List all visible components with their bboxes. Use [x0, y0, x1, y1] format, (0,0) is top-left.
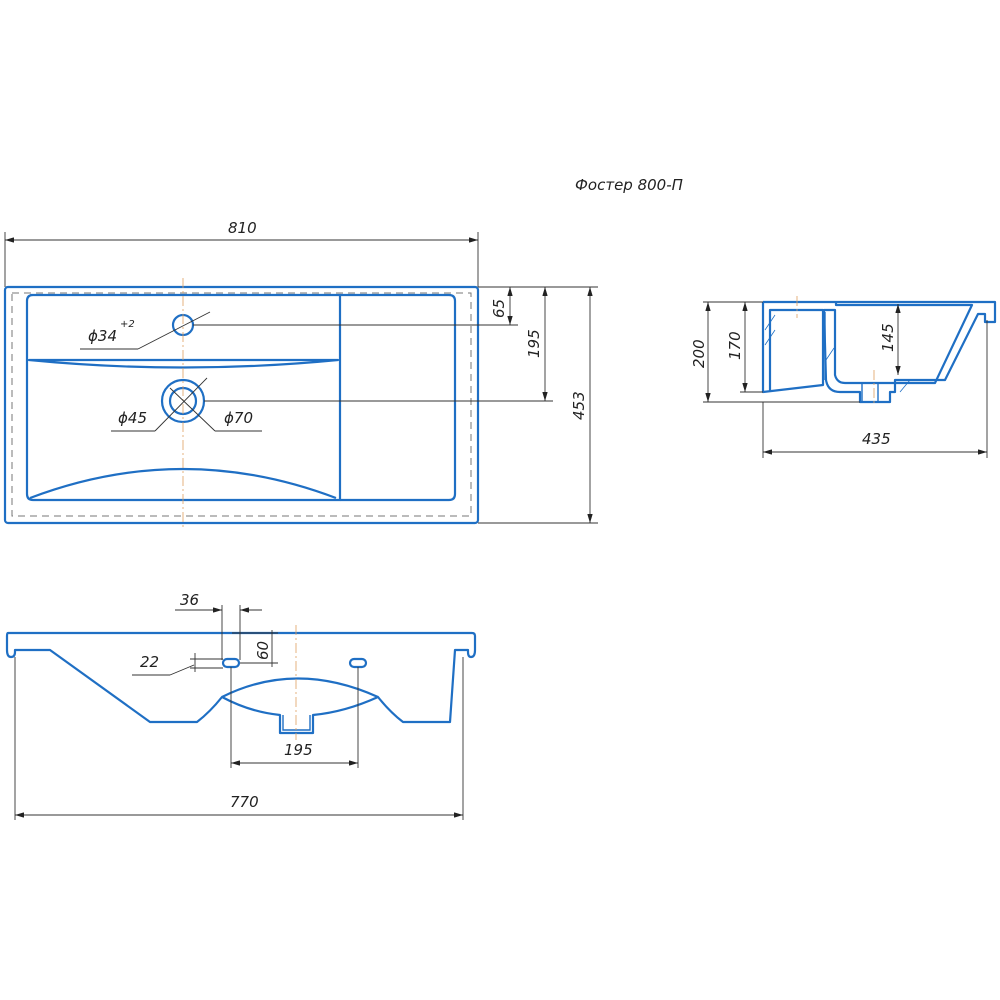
- dim-width-770: 770: [230, 793, 259, 811]
- dim-bowl-145: 145: [879, 323, 897, 352]
- drawing-title: Фостер 800-П: [575, 176, 683, 194]
- dim-depth-453: 453: [570, 391, 588, 420]
- drain-outer-diameter: ϕ70: [224, 409, 253, 427]
- dim-height-200: 200: [690, 339, 708, 368]
- dim-width-810: 810: [228, 219, 257, 237]
- tap-hole-tolerance: +2: [120, 319, 135, 330]
- front-view: 36 60 22 195 770: [5, 591, 477, 820]
- dim-slot-spacing-195: 195: [284, 741, 313, 759]
- dim-65: 65: [490, 299, 508, 318]
- tap-hole-diameter: ϕ34: [88, 327, 117, 345]
- mount-slot-right: [348, 657, 368, 669]
- dim-slot-36: 36: [180, 591, 199, 609]
- drain-inner-diameter: ϕ45: [118, 409, 147, 427]
- dim-width-435: 435: [862, 430, 891, 448]
- dim-height-170: 170: [726, 331, 744, 360]
- side-view: 200 170 145 435: [690, 296, 997, 458]
- dim-slot-22: 22: [140, 653, 159, 671]
- dim-195: 195: [525, 329, 543, 358]
- mount-slot-left: [221, 657, 241, 669]
- dim-slot-60: 60: [254, 641, 272, 660]
- top-view: 810 65 195 453 ϕ34 +2 ϕ45 ϕ70: [3, 219, 598, 530]
